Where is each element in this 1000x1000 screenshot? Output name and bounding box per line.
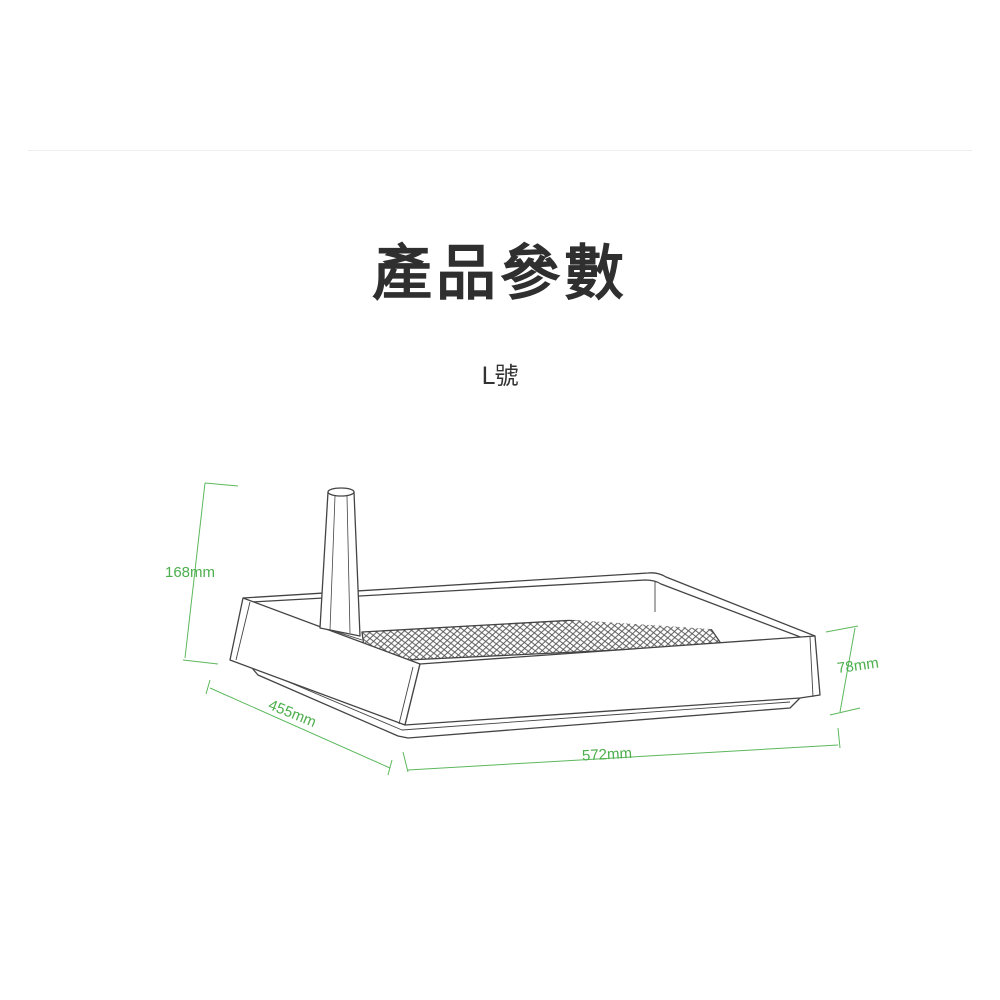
tray-drawing [229,487,821,739]
dimension-depth: 455mm [266,696,319,731]
dimension-height-total: 168mm [165,564,215,581]
top-divider [28,150,972,151]
dimension-width: 572mm [582,745,633,765]
dimension-lines [182,482,861,776]
page-title: 產品參數 [372,239,628,309]
post [319,491,361,637]
size-label: L號 [481,362,519,390]
dimension-height-tray: 78mm [836,654,880,677]
